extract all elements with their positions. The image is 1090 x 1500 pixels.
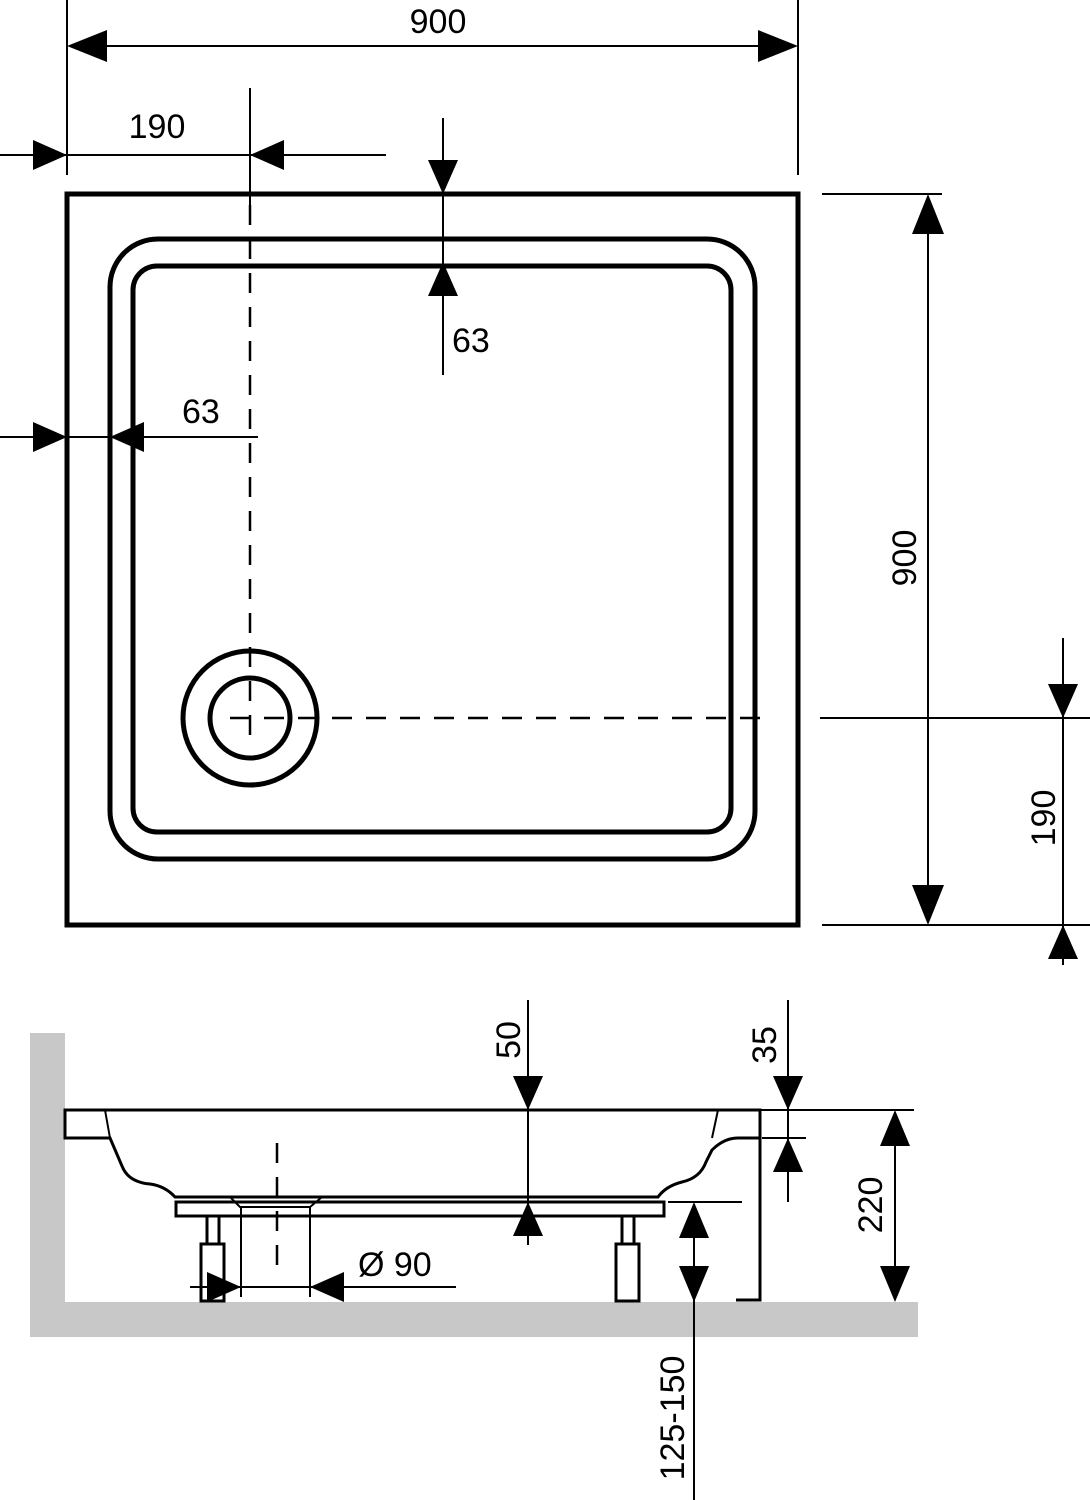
dim-label-drain-x: 190 bbox=[129, 108, 186, 146]
arrowhead-total-height-top bbox=[880, 1110, 910, 1146]
dim-label-rim-thickness: 35 bbox=[746, 1026, 784, 1064]
arrowhead-drain-x-right bbox=[250, 140, 284, 170]
tray-end-bracket bbox=[736, 1138, 762, 1302]
dim-label-depth: 50 bbox=[490, 1021, 528, 1059]
arrowhead-drain-diameter-left bbox=[207, 1272, 241, 1302]
tray-section-outline bbox=[63, 1108, 762, 1199]
arrowhead-drain-y-up bbox=[1048, 925, 1078, 959]
arrowhead-rim-thickness-down bbox=[773, 1076, 803, 1110]
arrowhead-drain-y-down bbox=[1048, 684, 1078, 718]
tray-base-plate bbox=[174, 1200, 666, 1218]
tray-outline bbox=[64, 191, 801, 928]
arrowhead-height-bottom bbox=[912, 885, 944, 925]
dim-label-width: 900 bbox=[410, 3, 467, 41]
arrowhead-drain-diameter-right bbox=[310, 1272, 344, 1302]
arrowhead-rim-top-down bbox=[428, 160, 458, 194]
arrowhead-depth-up bbox=[513, 1202, 543, 1236]
arrowhead-leg-height-top bbox=[679, 1202, 709, 1238]
plan-view: 900 190 63 63 900 190 bbox=[0, 0, 1090, 965]
dim-label-drain-y: 190 bbox=[1025, 790, 1063, 847]
arrowhead-depth-down bbox=[513, 1076, 543, 1110]
arrowhead-width-left bbox=[67, 30, 107, 62]
arrowhead-rim-thickness-up bbox=[773, 1138, 803, 1172]
arrowhead-rim-left-left bbox=[110, 422, 144, 452]
dim-label-height: 900 bbox=[886, 530, 924, 587]
leg-left-foot bbox=[199, 1242, 226, 1303]
dim-label-leg-height: 125-150 bbox=[654, 1356, 692, 1481]
section-view: Ø 90 50 35 220 125-150 bbox=[30, 1000, 918, 1500]
tray-rim-inner-right bbox=[711, 1109, 719, 1139]
dim-label-rim-left: 63 bbox=[182, 393, 220, 431]
leg-left-rod bbox=[205, 1214, 221, 1246]
leg-right-rod bbox=[620, 1214, 636, 1246]
tray-rim-inner-left bbox=[104, 1109, 111, 1139]
arrowhead-height-top bbox=[912, 194, 944, 234]
arrowhead-width-right bbox=[758, 30, 798, 62]
arrowhead-leg-height-bottom bbox=[679, 1266, 709, 1302]
drain-inner-circle bbox=[207, 675, 293, 761]
arrowhead-rim-left-right bbox=[33, 422, 67, 452]
dim-label-rim-top: 63 bbox=[452, 322, 490, 360]
arrowhead-total-height-bottom bbox=[880, 1266, 910, 1302]
tray-rim-outer bbox=[107, 236, 758, 862]
drain-body bbox=[229, 1196, 323, 1208]
dim-label-drain-diameter: Ø 90 bbox=[358, 1246, 432, 1284]
wall-and-floor bbox=[30, 1033, 918, 1337]
arrowhead-drain-x-left bbox=[33, 140, 67, 170]
tray-basin-inner bbox=[130, 263, 734, 835]
arrowhead-rim-top-up bbox=[428, 262, 458, 296]
leg-right-foot bbox=[614, 1242, 641, 1303]
dim-label-total-height: 220 bbox=[852, 1177, 890, 1234]
